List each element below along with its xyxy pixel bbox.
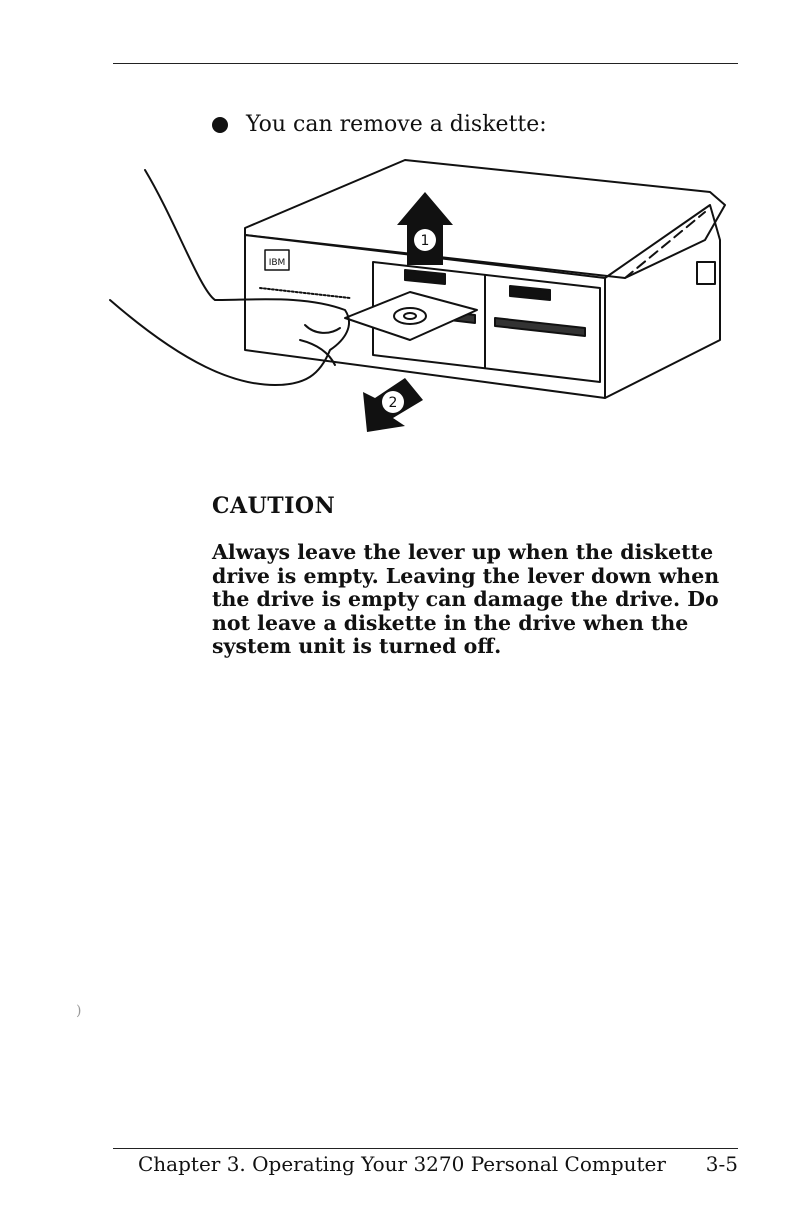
bullet-dot — [212, 117, 228, 133]
logo-label: IBM — [269, 258, 286, 268]
bottom-rule — [113, 1148, 738, 1149]
page-footer: Chapter 3. Operating Your 3270 Personal … — [138, 1152, 738, 1176]
bullet-item: You can remove a diskette: — [212, 112, 547, 137]
arrow-down-step-2: 2 — [363, 378, 423, 432]
caution-title: CAUTION — [212, 493, 335, 519]
step-2-label: 2 — [389, 395, 398, 411]
footer-chapter: Chapter 3. Operating Your 3270 Personal … — [138, 1152, 666, 1176]
stray-mark: ) — [76, 1003, 81, 1019]
bullet-text: You can remove a diskette: — [246, 112, 547, 137]
top-rule — [113, 63, 738, 64]
page-number: 3-5 — [706, 1152, 738, 1176]
diskette-removal-illustration: IBM 1 2 — [105, 150, 735, 440]
step-1-label: 1 — [421, 233, 430, 249]
caution-body: Always leave the lever up when the diske… — [212, 541, 742, 659]
